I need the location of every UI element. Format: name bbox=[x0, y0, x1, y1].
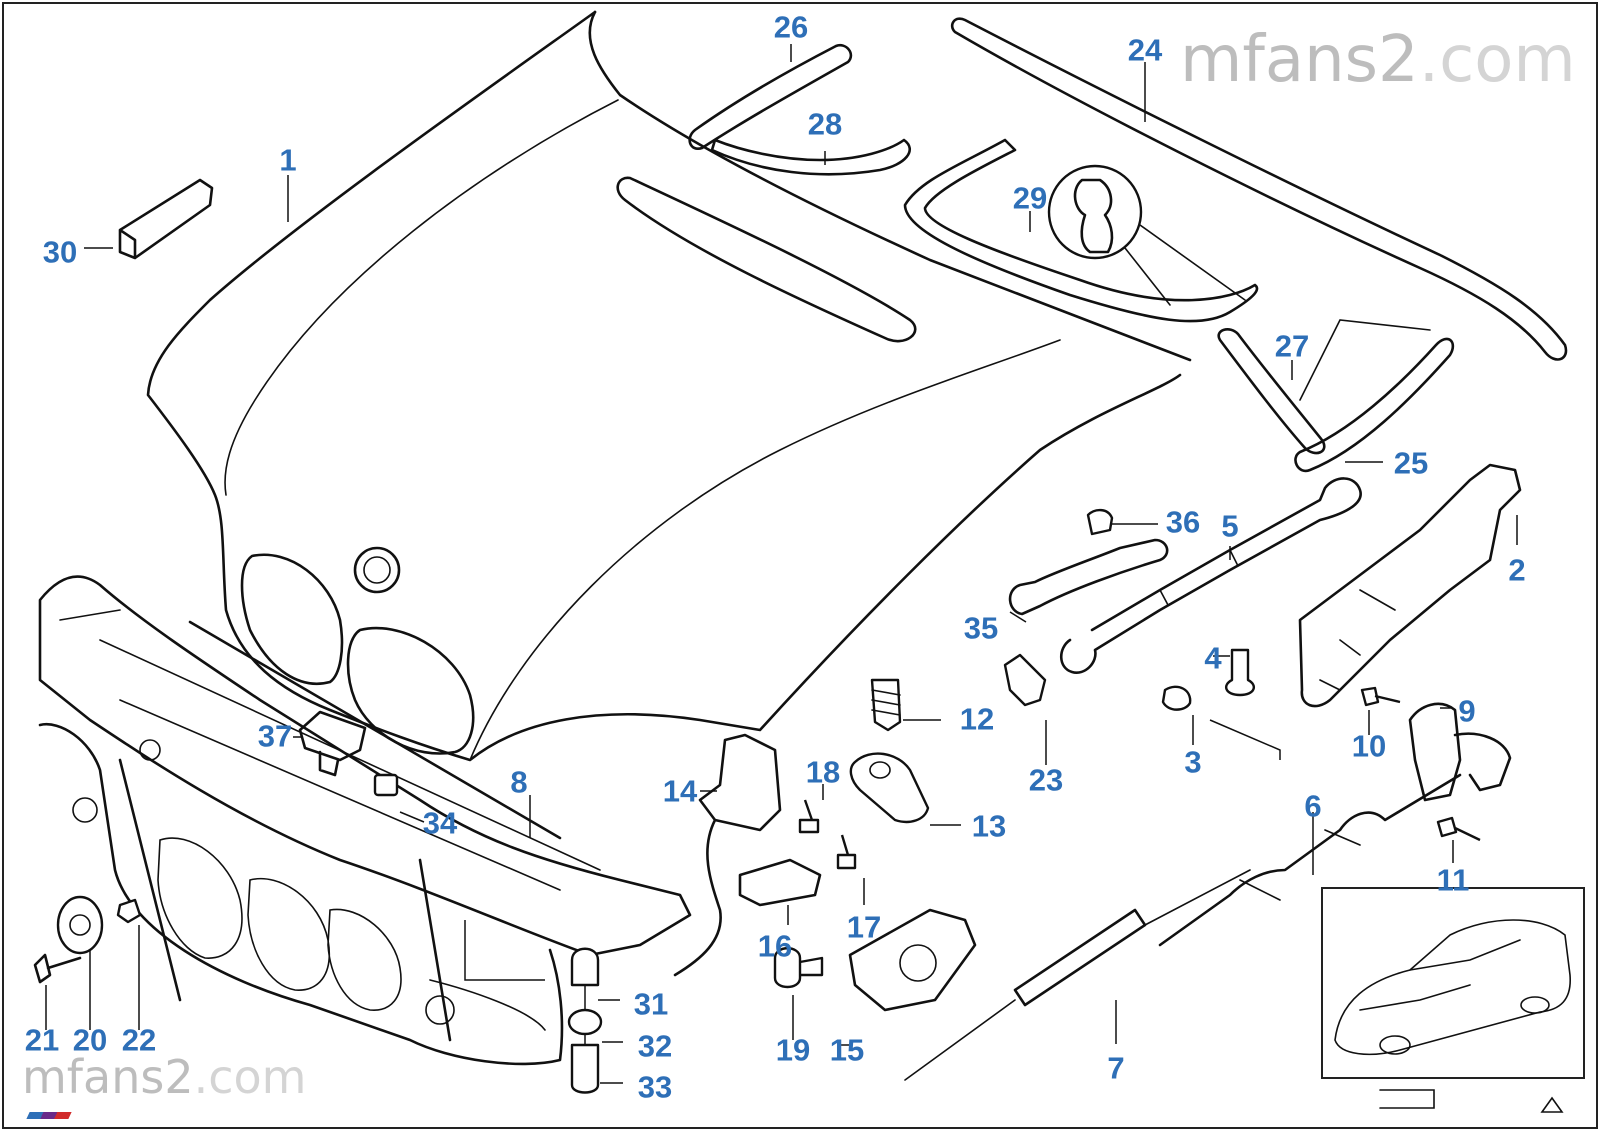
bolt-19-drawing bbox=[773, 947, 824, 989]
nut-22-drawing bbox=[116, 898, 142, 924]
seal-27-drawing bbox=[1217, 328, 1326, 455]
part-label-16[interactable]: 16 bbox=[757, 928, 793, 964]
part-label-2[interactable]: 2 bbox=[1508, 552, 1526, 588]
m-stripe-logo bbox=[26, 1112, 72, 1119]
part-label-10[interactable]: 10 bbox=[1351, 728, 1387, 764]
part-label-23[interactable]: 23 bbox=[1028, 762, 1064, 798]
bolt-33-drawing bbox=[570, 1043, 600, 1094]
bolt-21-drawing bbox=[33, 953, 82, 984]
seal-26-drawing bbox=[688, 43, 853, 150]
part-label-25[interactable]: 25 bbox=[1393, 445, 1429, 481]
hood-panel-drawing bbox=[146, 10, 1192, 762]
screw-17-drawing bbox=[836, 834, 857, 870]
part-label-31[interactable]: 31 bbox=[633, 986, 669, 1022]
part-label-26[interactable]: 26 bbox=[773, 9, 809, 45]
leader-lines bbox=[45, 44, 1518, 1084]
catch-13-drawing bbox=[849, 752, 930, 824]
part-label-33[interactable]: 33 bbox=[637, 1069, 673, 1105]
part-label-13[interactable]: 13 bbox=[971, 808, 1007, 844]
part-label-27[interactable]: 27 bbox=[1274, 328, 1310, 364]
part-label-30[interactable]: 30 bbox=[42, 234, 78, 270]
latch-16-drawing bbox=[738, 858, 822, 907]
part-label-22[interactable]: 22 bbox=[121, 1022, 157, 1058]
part-label-6[interactable]: 6 bbox=[1304, 788, 1322, 824]
clip-36-drawing bbox=[1086, 508, 1114, 536]
part-label-20[interactable]: 20 bbox=[72, 1022, 108, 1058]
watermark-top: mfans2.com bbox=[1180, 28, 1576, 92]
lock-15-drawing bbox=[848, 908, 977, 1012]
hinge-2-drawing bbox=[1298, 463, 1522, 708]
part-label-18[interactable]: 18 bbox=[805, 754, 841, 790]
pin-4-drawing bbox=[1225, 648, 1255, 697]
mount-20-drawing bbox=[56, 895, 104, 955]
screw-10-drawing bbox=[1360, 686, 1401, 707]
block-34-drawing bbox=[373, 773, 399, 797]
part-label-35[interactable]: 35 bbox=[963, 610, 999, 646]
part-label-11[interactable]: 11 bbox=[1436, 862, 1470, 898]
nut-3-drawing bbox=[1161, 685, 1192, 711]
part-label-4[interactable]: 4 bbox=[1204, 640, 1222, 676]
bolt-23-drawing bbox=[1003, 653, 1047, 707]
bracket-9-drawing bbox=[1408, 702, 1462, 802]
lever-35-drawing bbox=[1008, 538, 1169, 616]
part-label-1[interactable]: 1 bbox=[279, 142, 297, 178]
latch-37-drawing bbox=[298, 710, 367, 777]
watermark-bottom-suffix: .com bbox=[193, 1050, 307, 1104]
watermark-top-suffix: .com bbox=[1418, 23, 1576, 97]
part-label-21[interactable]: 21 bbox=[24, 1022, 60, 1058]
guide-7-drawing bbox=[1013, 908, 1147, 1007]
seal-25-drawing bbox=[1294, 337, 1455, 473]
part-label-28[interactable]: 28 bbox=[807, 106, 843, 142]
part-label-3[interactable]: 3 bbox=[1184, 744, 1202, 780]
seal-24-drawing bbox=[950, 17, 1568, 361]
strut-5-drawing bbox=[1059, 477, 1362, 674]
part-label-29[interactable]: 29 bbox=[1012, 180, 1048, 216]
part-label-5[interactable]: 5 bbox=[1221, 508, 1239, 544]
part-label-14[interactable]: 14 bbox=[662, 773, 698, 809]
part-label-34[interactable]: 34 bbox=[422, 805, 458, 841]
buffer-12-drawing bbox=[870, 678, 902, 732]
part-label-8[interactable]: 8 bbox=[510, 764, 528, 800]
nut-32-drawing bbox=[567, 1008, 603, 1036]
cap-31-drawing bbox=[570, 947, 600, 987]
part-label-24[interactable]: 24 bbox=[1127, 32, 1163, 68]
car-thumbnail-drawing bbox=[1321, 887, 1585, 1079]
screw-11-drawing bbox=[1436, 816, 1481, 842]
part-label-19[interactable]: 19 bbox=[775, 1032, 811, 1068]
seal-28-drawing bbox=[710, 138, 911, 176]
part-label-17[interactable]: 17 bbox=[846, 909, 882, 945]
seal-29-drawing bbox=[903, 138, 1259, 323]
clip-30-drawing bbox=[118, 178, 214, 260]
part-label-36[interactable]: 36 bbox=[1165, 504, 1201, 540]
part-label-7[interactable]: 7 bbox=[1107, 1050, 1125, 1086]
part-label-9[interactable]: 9 bbox=[1458, 693, 1476, 729]
watermark-top-brand: mfans2 bbox=[1180, 23, 1419, 97]
screw-18-drawing bbox=[798, 799, 820, 834]
watermark-bottom-brand: mfans2 bbox=[22, 1050, 194, 1104]
part-label-12[interactable]: 12 bbox=[959, 701, 995, 737]
part-label-15[interactable]: 15 bbox=[829, 1032, 865, 1068]
front-carrier-drawing bbox=[38, 575, 692, 1066]
part-label-32[interactable]: 32 bbox=[637, 1028, 673, 1064]
bracket-14-drawing bbox=[698, 733, 782, 832]
watermark-bottom: mfans2.com bbox=[22, 1054, 306, 1100]
rod-8-drawing bbox=[188, 620, 562, 840]
part-label-37[interactable]: 37 bbox=[257, 718, 293, 754]
